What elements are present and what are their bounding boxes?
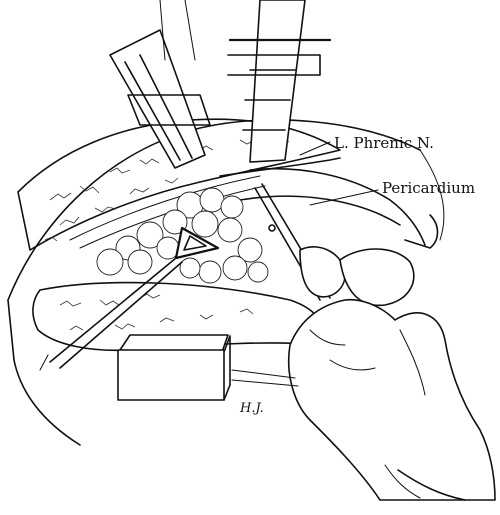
artist-signature: H.J. [239, 401, 264, 416]
lower-lung [32, 281, 325, 352]
pericardium-label-group: Pericardium [309, 179, 475, 206]
triangle-clamp [39, 226, 220, 371]
gauze-sponge [117, 334, 299, 401]
operative-field [7, 119, 421, 446]
phrenic-nerve-leader [299, 141, 331, 156]
left-retractor [109, 0, 211, 169]
phrenic-nerve [219, 157, 341, 177]
pericardium-label: Pericardium [382, 179, 475, 197]
dissecting-scissors [254, 183, 415, 307]
pericardium-leader [309, 189, 379, 206]
phrenic-nerve-label: L. Phrenic N. [334, 134, 434, 152]
right-retractor [227, 0, 332, 163]
mediastinal-fat [96, 187, 269, 284]
phrenic-nerve-group: L. Phrenic N. [219, 134, 434, 177]
surgeon-hand [287, 298, 496, 501]
